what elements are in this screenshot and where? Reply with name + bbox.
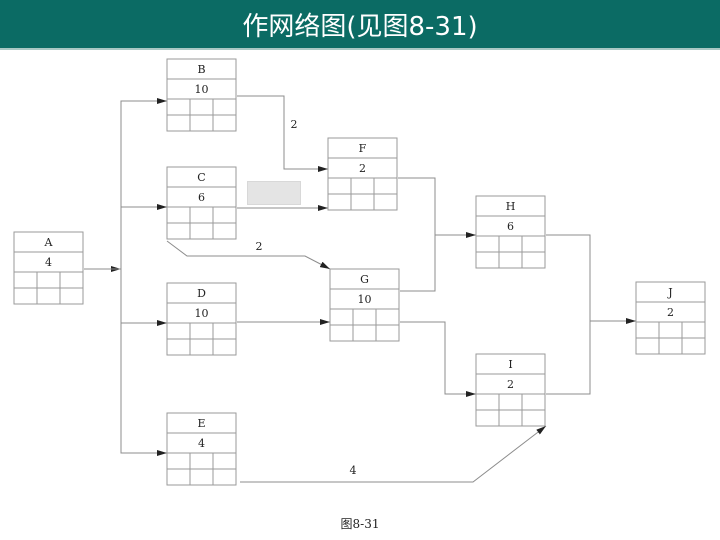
edge-c-g (166, 240, 331, 270)
node-j: J2 (635, 281, 706, 355)
edge-label-c-g: 2 (256, 240, 263, 253)
title-bar: 作网络图(见图8-31) (0, 0, 720, 48)
node-duration: 10 (195, 83, 209, 96)
node-box (635, 281, 706, 355)
node-i: I2 (475, 353, 546, 427)
node-name: D (197, 287, 206, 300)
node-duration: 10 (358, 293, 372, 306)
edges-layer: 2 2 4 (84, 95, 636, 483)
edge-a-b (84, 98, 167, 270)
page-title: 作网络图(见图8-31) (242, 11, 478, 42)
node-box (166, 412, 237, 486)
node-d: D 10 (166, 282, 237, 356)
node-name: E (197, 417, 205, 430)
node-duration: 2 (507, 378, 514, 391)
node-box (13, 231, 84, 305)
node-duration: 2 (667, 306, 674, 319)
edge-a-e (120, 269, 167, 456)
node-name: B (197, 63, 205, 76)
node-c: C6 (166, 166, 237, 240)
node-a: A4 (13, 231, 84, 305)
edge-g-h (400, 235, 436, 292)
node-name: F (359, 142, 367, 155)
node-duration: 6 (198, 191, 205, 204)
figure-caption: 图8-31 (340, 517, 380, 531)
edge-g-i (400, 321, 476, 397)
node-f: F2 (327, 137, 398, 211)
node-duration: 10 (195, 307, 209, 320)
node-box (329, 268, 400, 342)
edge-label-e-i: 4 (350, 464, 357, 477)
edge-i-j (546, 321, 591, 395)
node-name: A (44, 236, 54, 249)
node-box (475, 353, 546, 427)
edge-f-h (398, 177, 476, 238)
edge-e-i (240, 425, 547, 483)
node-name: G (360, 273, 369, 286)
node-box (327, 137, 398, 211)
gray-placeholder-box (247, 181, 301, 205)
node-name: H (506, 200, 516, 213)
node-name: C (197, 171, 205, 184)
node-duration: 2 (359, 162, 366, 175)
node-box (166, 58, 237, 132)
node-box (475, 195, 546, 269)
edge-label-b-f: 2 (291, 118, 298, 131)
node-duration: 4 (198, 437, 205, 450)
node-box (166, 282, 237, 356)
node-name: J (667, 286, 672, 299)
node-duration: 4 (45, 256, 52, 269)
node-e: E4 (166, 412, 237, 486)
title-divider (0, 48, 720, 50)
edge-b-f (237, 95, 328, 172)
node-name: I (508, 358, 512, 371)
node-duration: 6 (507, 220, 514, 233)
node-box (166, 166, 237, 240)
node-g: G 10 (329, 268, 400, 342)
node-h: H6 (475, 195, 546, 269)
node-b: B 10 (166, 58, 237, 132)
edge-h-j (546, 234, 636, 324)
